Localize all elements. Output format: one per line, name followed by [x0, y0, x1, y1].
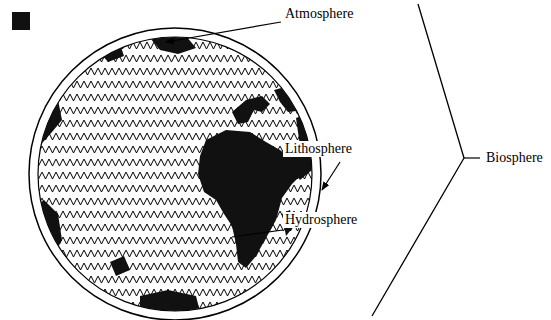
leader-line [232, 230, 283, 237]
bracket-tick [464, 157, 480, 158]
corner-square [12, 12, 30, 30]
continents [30, 36, 318, 312]
leader-arrow [322, 162, 340, 190]
sphere-label: Hydrosphere [283, 212, 359, 228]
sphere-label: Atmosphere [283, 6, 355, 22]
leader-arrow [166, 22, 281, 42]
sphere-label: Biosphere [484, 150, 545, 166]
ocean [38, 37, 312, 311]
atmosphere-ring [29, 28, 321, 320]
sphere-label: Lithosphere [283, 141, 354, 157]
bracket [372, 4, 464, 316]
